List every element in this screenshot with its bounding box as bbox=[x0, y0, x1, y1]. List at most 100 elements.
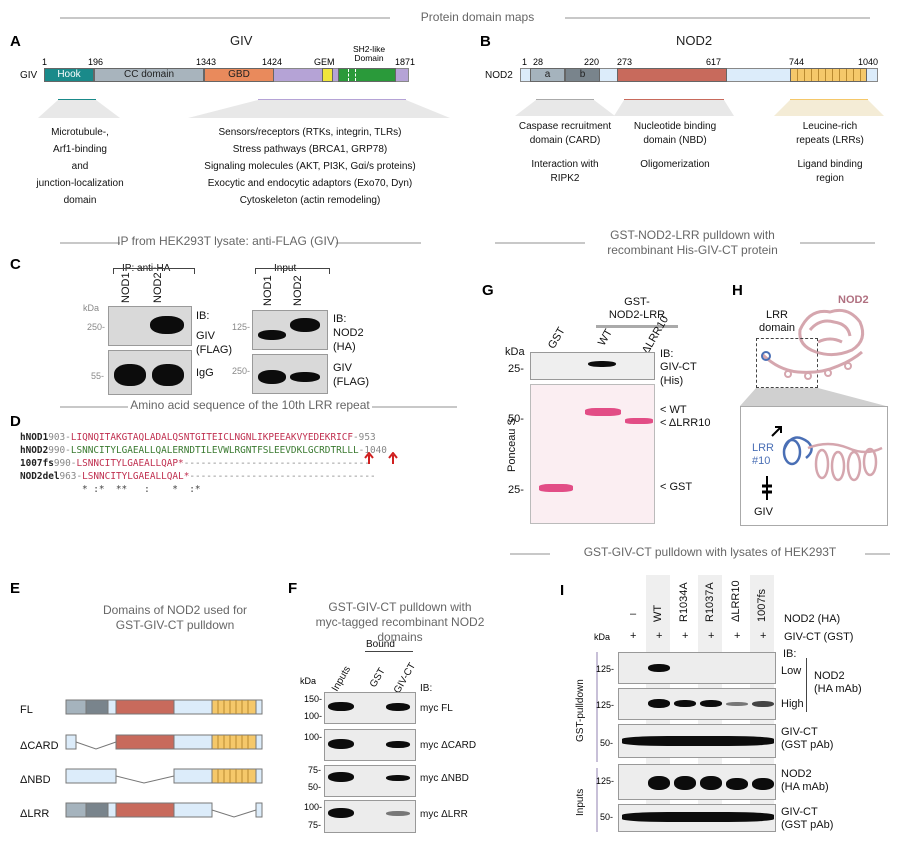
i-group-inputs: Inputs bbox=[575, 788, 586, 816]
panel-i-letter: I bbox=[560, 582, 565, 599]
hook-line: domain bbox=[63, 195, 97, 206]
c-ib-giv2: GIV bbox=[333, 362, 352, 374]
f-bound-bracket bbox=[365, 651, 413, 652]
panel-a-letter: A bbox=[10, 33, 21, 50]
nod2-structure-icon bbox=[798, 308, 865, 357]
giv-hook-fan bbox=[38, 100, 120, 118]
band-i-high-r1034a bbox=[674, 700, 696, 707]
ip-bracket bbox=[113, 268, 195, 274]
band-g-wt bbox=[585, 408, 621, 416]
hook-line: Arf1-binding bbox=[53, 144, 107, 155]
c-kda: kDa bbox=[83, 303, 100, 313]
seq-consensus: * :* ** : * :* bbox=[82, 484, 201, 495]
h-lrr-domain-label: LRR domain bbox=[752, 309, 802, 335]
gel-g-ponceau bbox=[530, 384, 655, 524]
nod2-card-a-label: a bbox=[544, 69, 551, 80]
band-c-igg-1 bbox=[114, 364, 146, 386]
i-blot-low bbox=[618, 652, 776, 684]
i-nod2-input-label: NOD2 (HA mAb) bbox=[781, 768, 829, 794]
g-marker-50: 50- bbox=[508, 413, 524, 425]
i-ib: IB: bbox=[783, 648, 797, 660]
seq-row-hnod1: hNOD1903-LIQNQITAKGTAQLADALQSNTGITEICLNG… bbox=[20, 432, 376, 443]
i-marker: 125- bbox=[596, 664, 615, 674]
nod2-nbd-function: Oligomerization bbox=[610, 158, 740, 172]
panel-a-title: GIV bbox=[230, 33, 253, 48]
giv-pos-1871: 1871 bbox=[395, 57, 416, 67]
seq-name: hNOD2 bbox=[20, 445, 49, 456]
arrow-r1037-icon bbox=[388, 452, 398, 464]
e-title-line: Domains of NOD2 used for bbox=[102, 603, 248, 617]
nod2-card-a bbox=[530, 68, 565, 82]
nod2-lrr-annotation: Leucine-rich repeats (LRRs) bbox=[770, 120, 890, 148]
nod2-nbd-fan bbox=[614, 100, 734, 116]
i-lane-r1037a: R1037A bbox=[704, 582, 716, 622]
e-title: Domains of NOD2 used for GST-GIV-CT pull… bbox=[85, 603, 265, 633]
i-kda: kDa bbox=[594, 632, 611, 642]
g-group-label: GST- NOD2-LRR bbox=[592, 296, 682, 322]
i-nod2-line: NOD2 bbox=[814, 670, 845, 682]
nod2-lrr-domain bbox=[790, 68, 867, 82]
ct-line: Sensors/receptors (RTKs, integrin, TLRs) bbox=[218, 127, 402, 138]
seq-end: --------------------------------- bbox=[183, 458, 370, 469]
f-blot-label: myc ΔNBD bbox=[420, 773, 469, 784]
i-lane-dlrr10: ΔLRR10 bbox=[730, 580, 742, 622]
band-i-input-1007fs bbox=[752, 778, 774, 790]
lane-nod2-ip: NOD2 bbox=[152, 272, 164, 303]
g-group-bar bbox=[596, 325, 678, 328]
band-f-givct bbox=[386, 703, 410, 711]
i-nod2-label: NOD2 (HA mAb) bbox=[814, 670, 862, 696]
c-ib-right: IB: bbox=[333, 313, 347, 325]
f-marker: 100- bbox=[304, 711, 323, 721]
c-ib-nod2: NOD2 bbox=[333, 327, 364, 339]
nod2-pos-273: 273 bbox=[617, 57, 633, 67]
g-ponceau: Ponceau S bbox=[506, 418, 518, 472]
seq-name: hNOD1 bbox=[20, 432, 49, 443]
e-construct-dnbd: ΔNBD bbox=[20, 774, 51, 786]
nod2-lrr-fan bbox=[774, 100, 884, 116]
ct-line: Stress pathways (BRCA1, GRP78) bbox=[232, 144, 388, 155]
card-line: Caspase recruitment bbox=[518, 121, 612, 132]
i-bracket-inputs bbox=[596, 768, 598, 832]
g-band-label-wt: < WT bbox=[660, 404, 687, 416]
i-plus: + bbox=[630, 630, 637, 642]
giv-hook-label: Hook bbox=[57, 69, 81, 80]
band-f-input bbox=[328, 808, 354, 818]
section-aa: Amino acid sequence of the 10th LRR repe… bbox=[130, 398, 370, 412]
band-c-nod2-2 bbox=[290, 318, 320, 332]
g-lane-gst: GST bbox=[546, 325, 568, 351]
c-ib-igg: IgG bbox=[196, 367, 214, 379]
e-construct-fl: FL bbox=[20, 704, 33, 716]
c-ib-flag: (FLAG) bbox=[196, 344, 233, 356]
lrr-line: repeats (LRRs) bbox=[796, 135, 864, 146]
c-ib-flag2: (FLAG) bbox=[333, 376, 370, 388]
i-plus: + bbox=[708, 630, 715, 642]
f-lane-givct: GIV-CT bbox=[392, 661, 419, 696]
g-kda: kDa bbox=[505, 346, 525, 358]
seq-row-hnod2: hNOD2990-LSNNCITYLGAEALLQALERNDTILEVWLRG… bbox=[20, 445, 387, 456]
nod2-nbd-domain bbox=[617, 68, 727, 82]
band-i-input-givct bbox=[622, 812, 774, 822]
nbd-line: Nucleotide binding bbox=[633, 121, 717, 132]
i-plus: + bbox=[682, 630, 689, 642]
i-nod2-input-line: NOD2 bbox=[781, 768, 812, 780]
band-c-nod2-1 bbox=[258, 330, 286, 340]
seq-start: 903- bbox=[48, 432, 71, 443]
lrr-zoom-structure-icon bbox=[782, 436, 883, 482]
nod2-lrr-function: Ligand binding region bbox=[770, 158, 890, 186]
giv-cc-domain bbox=[94, 68, 204, 82]
giv-domain-label-sh2: SH2-like Domain bbox=[352, 44, 386, 63]
nod2-card-annotation: Caspase recruitment domain (CARD) bbox=[500, 120, 630, 148]
band-g-dlrr10 bbox=[625, 418, 653, 424]
i-lane-wt: WT bbox=[652, 604, 664, 622]
band-i-high-r1037a bbox=[700, 700, 722, 707]
i-givct-input-label: GIV-CT (GST pAb) bbox=[781, 806, 833, 832]
h-nod2-label: NOD2 bbox=[838, 294, 869, 306]
seq-row-1007fs: 1007fs990-LSNNCITYLGAEALLQAP*-----------… bbox=[20, 458, 370, 469]
seq-start: 963- bbox=[59, 471, 83, 482]
band-i-low-wt bbox=[648, 664, 670, 672]
i-givct-line: (GST pAb) bbox=[781, 739, 834, 751]
seq-end: --------------------------------- bbox=[189, 471, 376, 482]
nod2-pos-28: 28 bbox=[533, 57, 544, 67]
band-i-input-wt bbox=[648, 776, 670, 790]
f-marker: 75- bbox=[308, 765, 322, 775]
